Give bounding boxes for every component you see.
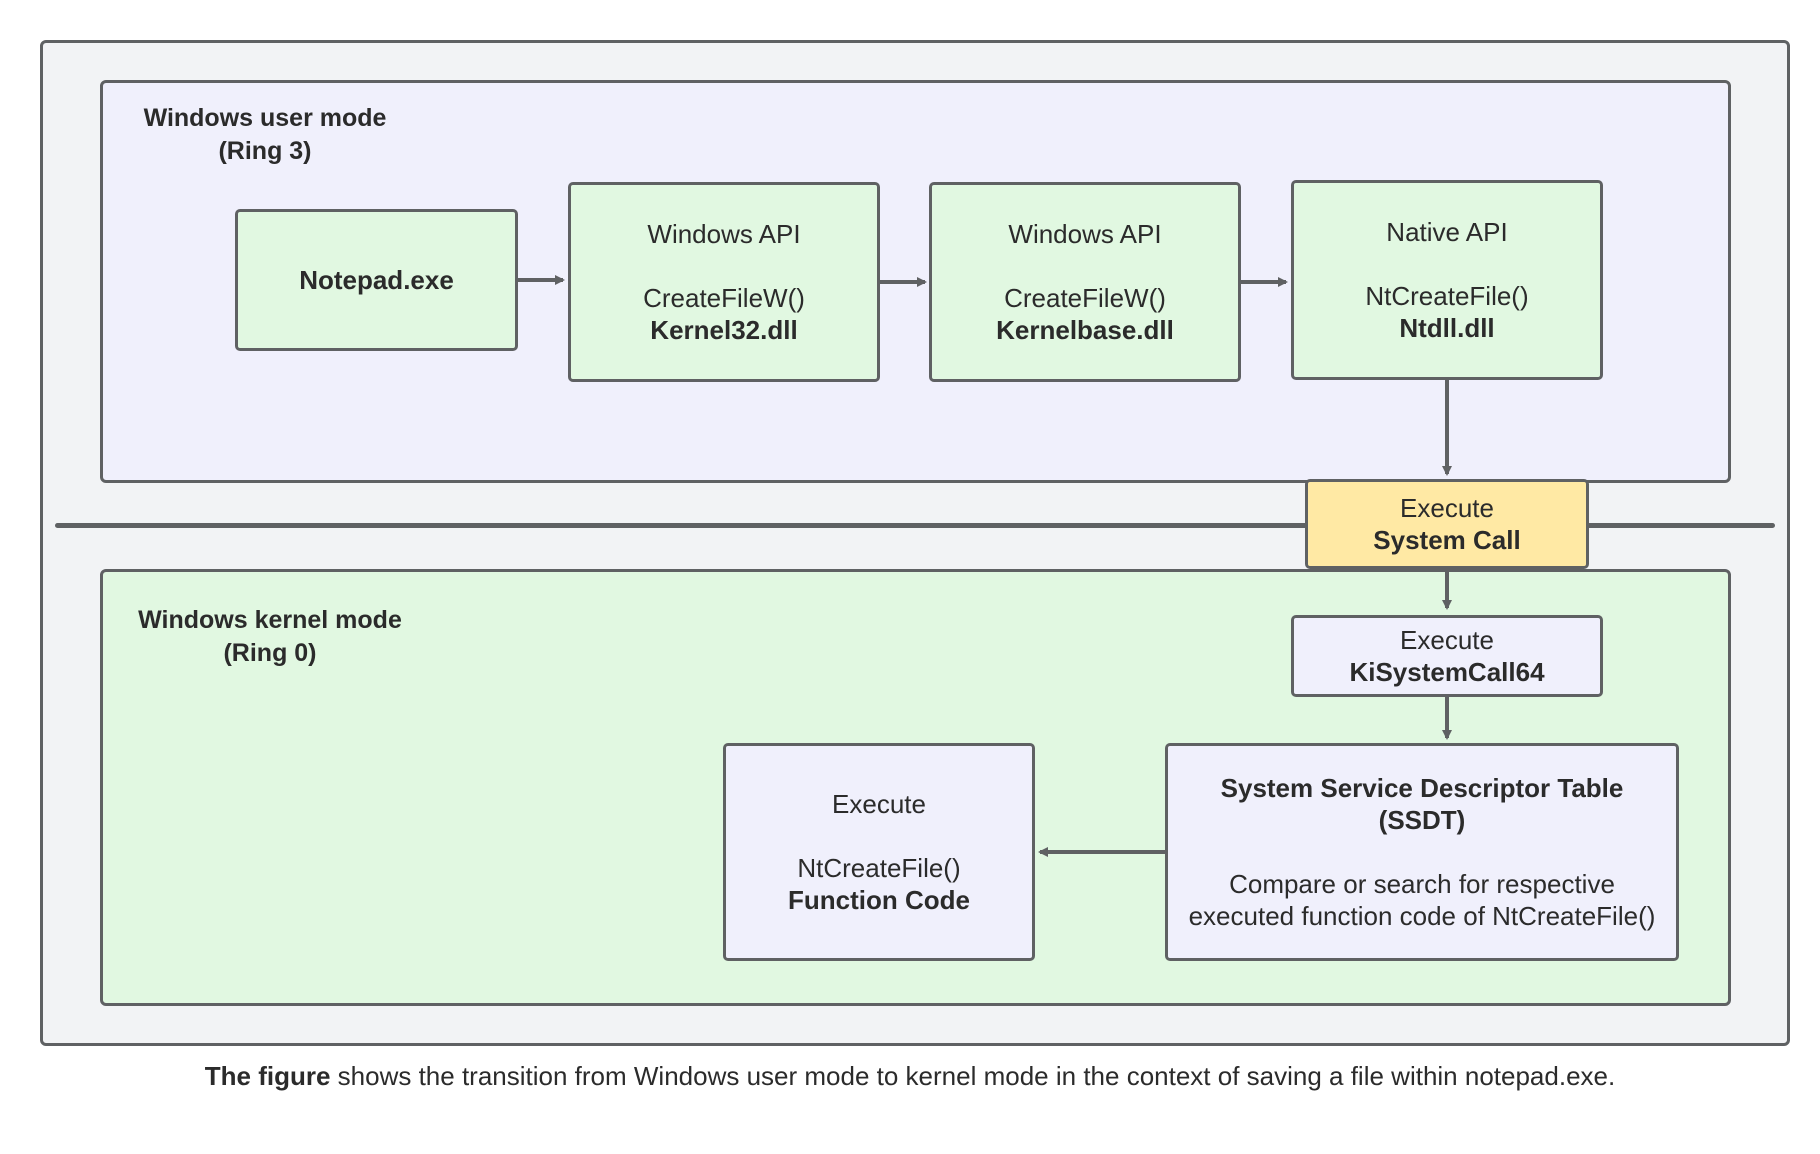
kernelbase-function: CreateFileW() [1004, 283, 1166, 313]
kisystemcall64-label: KiSystemCall64 [1349, 657, 1545, 687]
notepad-label: Notepad.exe [299, 265, 454, 295]
kernel32-api-type: Windows API [647, 219, 801, 249]
ssdt-title: System Service Descriptor Table [1220, 773, 1624, 803]
kernel32-dll: Kernel32.dll [650, 315, 798, 345]
kernelbase-api-type: Windows API [1008, 219, 1162, 249]
system-call-node: Execute System Call [1305, 479, 1589, 569]
user-mode-title-line1: Windows user mode [143, 104, 387, 132]
kernel32-node: Windows API CreateFileW() Kernel32.dll [568, 182, 880, 382]
function-code-function: NtCreateFile() [797, 853, 961, 883]
ssdt-node: System Service Descriptor Table (SSDT) C… [1165, 743, 1679, 961]
kernelbase-dll: Kernelbase.dll [996, 315, 1174, 345]
kernel32-function: CreateFileW() [643, 283, 805, 313]
ntdll-api-type: Native API [1386, 217, 1508, 247]
ntdll-dll: Ntdll.dll [1399, 313, 1495, 343]
kernel-mode-title-line1: Windows kernel mode [138, 606, 402, 634]
caption-text: shows the transition from Windows user m… [330, 1061, 1616, 1091]
ssdt-abbreviation: (SSDT) [1378, 805, 1466, 835]
function-code-label: Function Code [788, 885, 970, 915]
kisystemcall64-node: Execute KiSystemCall64 [1291, 615, 1603, 697]
ntdll-node: Native API NtCreateFile() Ntdll.dll [1291, 180, 1603, 380]
user-mode-title-line2: (Ring 3) [218, 137, 312, 165]
notepad-node: Notepad.exe [235, 209, 518, 351]
caption-bold: The figure [204, 1061, 331, 1091]
ring-boundary-line [55, 523, 1775, 528]
kernel-mode-title: Windows kernel mode (Ring 0) [120, 604, 420, 670]
ssdt-description-line1: Compare or search for respective [1229, 869, 1615, 899]
kisystemcall64-action: Execute [1400, 625, 1494, 655]
function-code-action: Execute [832, 789, 926, 819]
figure-caption: The figure shows the transition from Win… [0, 1061, 1820, 1092]
system-call-label: System Call [1373, 525, 1521, 555]
ntdll-function: NtCreateFile() [1365, 281, 1529, 311]
function-code-node: Execute NtCreateFile() Function Code [723, 743, 1035, 961]
user-mode-title: Windows user mode (Ring 3) [120, 102, 410, 168]
kernel-mode-title-line2: (Ring 0) [223, 639, 317, 667]
kernelbase-node: Windows API CreateFileW() Kernelbase.dll [929, 182, 1241, 382]
ssdt-description-line2: executed function code of NtCreateFile() [1188, 901, 1656, 931]
system-call-action: Execute [1400, 493, 1494, 523]
